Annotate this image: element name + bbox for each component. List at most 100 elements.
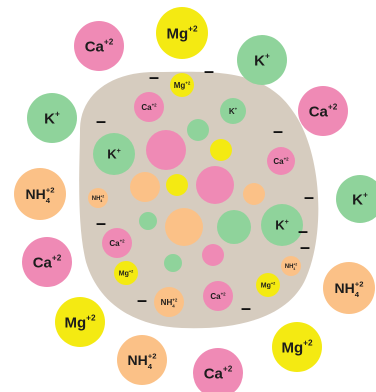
potassium-circle	[237, 35, 287, 85]
potassium-ion-17: K+	[93, 133, 135, 175]
negative-charge-6: –	[96, 213, 106, 233]
ammonium-label: NH4+2	[161, 297, 178, 308]
decorative-circle-12	[164, 254, 182, 272]
decorative-circle-9	[165, 208, 203, 246]
negative-charge-10: –	[298, 221, 308, 241]
calcium-circle	[267, 147, 295, 175]
calcium-circle	[298, 86, 348, 136]
magnesium-ion-23: Mg+2	[114, 261, 138, 285]
ammonium-label: NH4+2	[285, 262, 298, 271]
calcium-ion-26: Ca+2	[203, 281, 233, 311]
potassium-ion-3: K+	[237, 35, 287, 85]
magnesium-label: Mg+2	[64, 314, 95, 332]
potassium-circle	[27, 93, 77, 143]
negative-charge-7: –	[300, 237, 310, 257]
negative-charge-1: –	[149, 67, 159, 87]
potassium-label: K+	[44, 110, 60, 128]
potassium-label: K+	[107, 147, 121, 162]
magnesium-circle	[256, 273, 280, 297]
ammonium-label: NH4+2	[25, 186, 54, 206]
magnesium-circle	[170, 73, 194, 97]
ammonium-ion-12: NH4+2	[117, 335, 167, 385]
ammonium-ion-9: NH4+2	[323, 262, 375, 314]
calcium-circle	[203, 281, 233, 311]
magnesium-circle	[156, 7, 208, 59]
decorative-circle-4	[130, 172, 160, 202]
calcium-ion-5: Ca+2	[298, 86, 348, 136]
potassium-label: K+	[254, 52, 270, 70]
potassium-circle	[93, 133, 135, 175]
negative-charge-4: –	[273, 121, 283, 141]
calcium-ion-8: Ca+2	[22, 237, 72, 287]
calcium-ion-15: Ca+2	[134, 92, 164, 122]
potassium-label: K+	[229, 106, 238, 116]
calcium-label: Ca+2	[85, 38, 114, 56]
magnesium-ion-10: Mg+2	[55, 297, 105, 347]
negative-charges: ––––––––––	[96, 61, 314, 318]
calcium-circle	[102, 228, 132, 258]
calcium-circle	[134, 92, 164, 122]
ammonium-ion-25: NH4+2	[154, 287, 184, 317]
ammonium-ion-19: NH4+2	[88, 188, 108, 208]
negative-charge-9: –	[241, 298, 251, 318]
magnesium-label: Mg+2	[174, 80, 191, 90]
potassium-ion-16: K+	[220, 98, 246, 124]
calcium-label: Ca+2	[273, 156, 289, 166]
calcium-ion-21: Ca+2	[102, 228, 132, 258]
potassium-ion-7: K+	[336, 175, 376, 223]
magnesium-ion-14: Mg+2	[170, 73, 194, 97]
magnesium-label: Mg+2	[281, 339, 312, 357]
decorative-circle-1	[146, 130, 186, 170]
potassium-label: K+	[352, 191, 368, 209]
magnesium-label: Mg+2	[119, 269, 134, 277]
ammonium-ion-22: NH4+2	[281, 256, 301, 276]
decorative-circle-11	[202, 244, 224, 266]
decorative-circle-6	[196, 166, 234, 204]
soil-colloid-particle	[79, 71, 319, 329]
ammonium-circle	[14, 168, 66, 220]
negative-charge-5: –	[304, 187, 314, 207]
decorative-circle-7	[243, 183, 265, 205]
potassium-circle	[336, 175, 376, 223]
calcium-label: Ca+2	[309, 103, 338, 121]
calcium-circle	[74, 21, 124, 71]
potassium-ion-20: K+	[261, 204, 303, 246]
decorative-circle-10	[217, 210, 251, 244]
magnesium-ion-2: Mg+2	[156, 7, 208, 59]
calcium-label: Ca+2	[141, 102, 157, 112]
calcium-label: Ca+2	[109, 238, 125, 248]
decorative-circles	[130, 119, 265, 272]
calcium-circle	[22, 237, 72, 287]
magnesium-circle	[114, 261, 138, 285]
calcium-ion-13: Ca+2	[193, 348, 243, 392]
ammonium-circle	[154, 287, 184, 317]
potassium-circle	[261, 204, 303, 246]
magnesium-ion-24: Mg+2	[256, 273, 280, 297]
calcium-ion-18: Ca+2	[267, 147, 295, 175]
potassium-circle	[220, 98, 246, 124]
potassium-label: K+	[275, 218, 289, 233]
ammonium-circle	[323, 262, 375, 314]
potassium-ion-4: K+	[27, 93, 77, 143]
negative-charge-2: –	[204, 61, 214, 81]
ammonium-circle	[117, 335, 167, 385]
calcium-circle	[193, 348, 243, 392]
magnesium-circle	[272, 322, 322, 372]
calcium-label: Ca+2	[210, 291, 226, 301]
decorative-circle-8	[139, 212, 157, 230]
ammonium-label: NH4+2	[127, 352, 156, 372]
ammonium-label: NH4+2	[334, 280, 363, 300]
magnesium-label: Mg+2	[166, 25, 197, 43]
ammonium-label: NH4+2	[92, 194, 105, 203]
ammonium-circle	[281, 256, 301, 276]
calcium-label: Ca+2	[204, 365, 233, 383]
negative-charge-3: –	[96, 111, 106, 131]
magnesium-circle	[55, 297, 105, 347]
magnesium-label: Mg+2	[261, 281, 276, 289]
ammonium-ion-6: NH4+2	[14, 168, 66, 220]
decorative-circle-3	[210, 139, 232, 161]
magnesium-ion-11: Mg+2	[272, 322, 322, 372]
negative-charge-8: –	[137, 290, 147, 310]
